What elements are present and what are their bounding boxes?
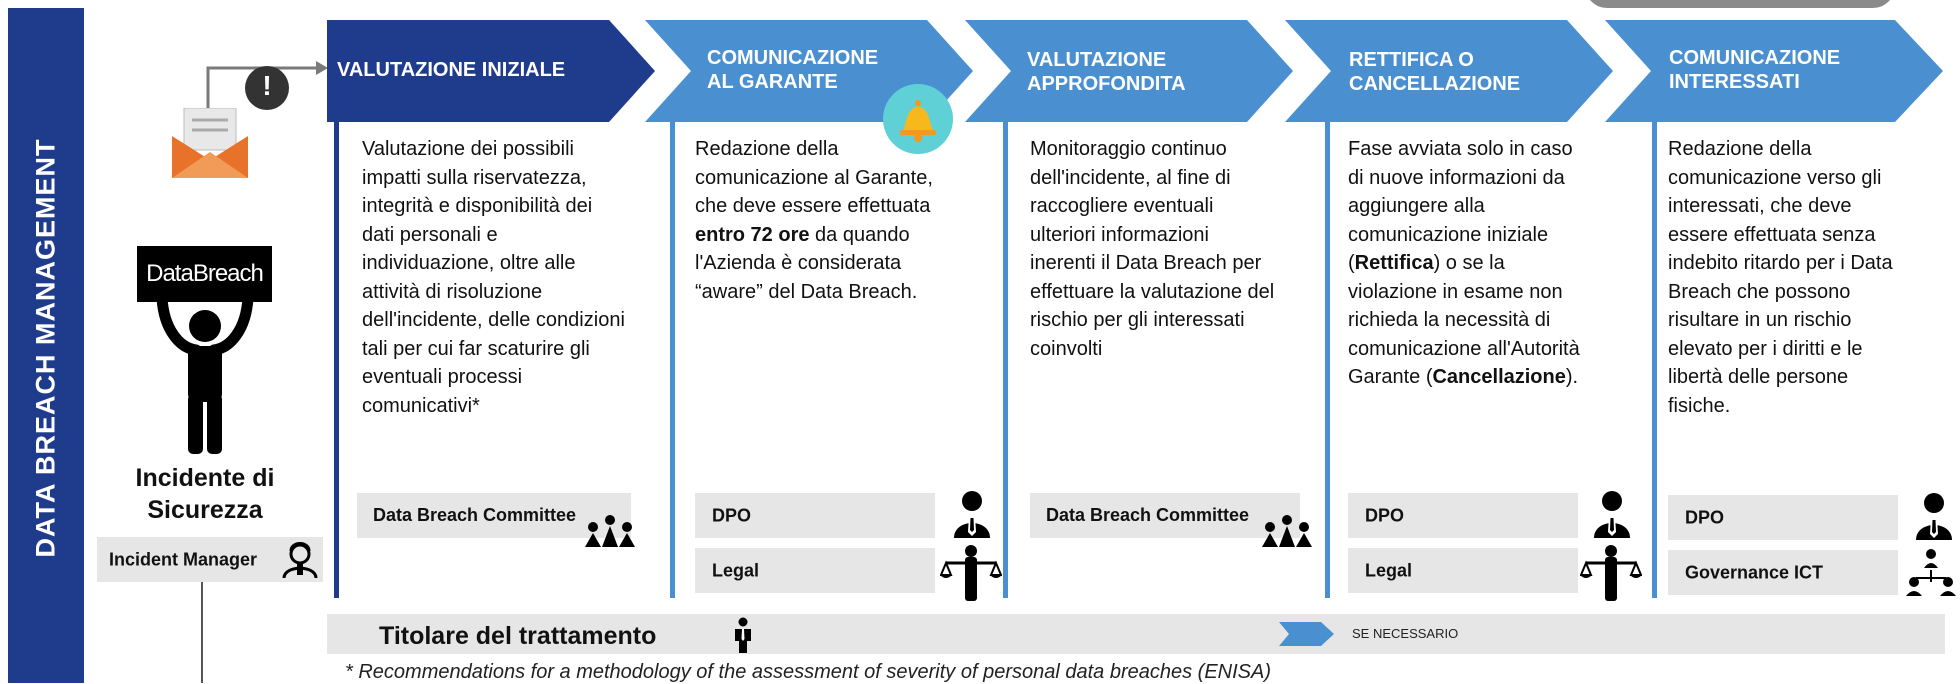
phase-2-title-line2: AL GARANTE: [707, 71, 838, 93]
incident-manager-label: Incident Manager: [109, 549, 258, 569]
phase-2-title-line1: COMUNICAZIONE: [707, 47, 879, 69]
top-pill-shape: [1585, 0, 1895, 8]
phase-4-description: Fase avviata solo in caso di nuove infor…: [1348, 135, 1588, 392]
phase-4-title-line2: CANCELLAZIONE: [1349, 73, 1521, 95]
phase-4-role-dpo: DPO: [1348, 493, 1578, 538]
phase-4-cancellazione: Cancellazione: [1432, 366, 1566, 388]
phase-4-role-legal: Legal: [1348, 548, 1578, 593]
phase-4-description-part1: Fase avviata solo in caso di nuove infor…: [1348, 138, 1573, 274]
sidebar-title: DATA BREACH MANAGEMENT: [30, 138, 61, 558]
envelope-icon: [172, 108, 248, 178]
phase-2-line: [670, 120, 675, 598]
person-owner-icon: [735, 617, 751, 653]
connector-line: [201, 582, 203, 683]
phase-1-description: Valutazione dei possibili impatti sulla …: [362, 138, 625, 417]
phase-2-deadline: entro 72 ore: [695, 223, 810, 246]
phase-4-title-line1: RETTIFICA O: [1349, 49, 1474, 71]
phase-4-line: [1325, 120, 1330, 598]
data-breach-sign-label: DataBreach: [146, 260, 264, 287]
phase-4-chevron: RETTIFICA O CANCELLAZIONE: [1285, 20, 1615, 122]
phase-2-role-legal: Legal: [695, 548, 935, 593]
incident-title-line2: Sicurezza: [147, 496, 263, 524]
justice-scale-icon: [1580, 545, 1642, 601]
person-tie-icon: [954, 491, 990, 538]
phase-3-description: Monitoraggio continuo dell'incidente, al…: [1030, 138, 1275, 360]
phase-2-role-dpo: DPO: [695, 493, 935, 538]
phase-3-role-label: Data Breach Committee: [1046, 505, 1250, 525]
phase-2-description-part3: da quando l'Azienda è considerata “aware…: [695, 223, 918, 303]
phase-2-role-dpo-label: DPO: [712, 505, 752, 525]
phase-1-line: [334, 120, 339, 598]
legend-chevron-icon: [1279, 622, 1334, 646]
footnote: * Recommendations for a methodology of t…: [345, 661, 1272, 683]
phase-4-rettifica: Rettifica: [1354, 252, 1434, 274]
phase-5-role-dpo-label: DPO: [1685, 507, 1725, 527]
phase-4-role-dpo-label: DPO: [1365, 505, 1405, 525]
phase-3-title-line1: VALUTAZIONE: [1027, 49, 1167, 71]
bell-icon: [883, 84, 953, 154]
phase-3-line: [1003, 120, 1008, 598]
phase-4-role-legal-label: Legal: [1365, 560, 1413, 580]
owner-label: Titolare del trattamento: [379, 622, 657, 650]
incident-title-line1: Incidente di: [135, 464, 275, 492]
phase-5-line: [1652, 120, 1657, 598]
phase-5-role-dpo: DPO: [1668, 495, 1898, 540]
phase-3-title: VALUTAZIONE APPROFONDITA: [1027, 48, 1186, 96]
incident-manager-box: Incident Manager: [97, 537, 323, 582]
alert-icon: !: [245, 66, 289, 110]
phase-4-description-part3: ) o se la violazione in esame non richie…: [1348, 252, 1580, 388]
phase-1-role-label: Data Breach Committee: [373, 505, 577, 525]
person-tie-icon: [1594, 491, 1630, 538]
phase-2-role-legal-label: Legal: [712, 560, 760, 580]
org-chart-icon: [1906, 549, 1956, 596]
phase-4-description-part5: ).: [1565, 366, 1579, 388]
flow-arrow: [206, 61, 328, 116]
phase-3-chevron: VALUTAZIONE APPROFONDITA: [965, 20, 1295, 122]
phase-5-role-governance-label: Governance ICT: [1685, 562, 1824, 582]
phase-1-role-committee: Data Breach Committee: [357, 493, 635, 547]
phase-5-role-governance: Governance ICT: [1668, 550, 1898, 595]
committee-icon: [1262, 515, 1312, 547]
incident-title: Incidente di Sicurezza: [110, 462, 300, 526]
phase-5-chevron: COMUNICAZIONE INTERESSATI: [1605, 20, 1945, 122]
phase-1-title: VALUTAZIONE INIZIALE: [337, 59, 566, 81]
phase-2-description: Redazione della comunicazione al Garante…: [695, 135, 935, 306]
phase-5-title: COMUNICAZIONE INTERESSATI: [1669, 46, 1840, 94]
phase-2-description-part1: Redazione della comunicazione al Garante…: [695, 138, 933, 217]
incident-manager-icon: [282, 542, 318, 579]
data-breach-sign: DataBreach: [137, 246, 272, 302]
person-tie-icon: [1916, 493, 1952, 540]
owner-bar: Titolare del trattamento SE NECESSARIO: [327, 614, 1945, 654]
phase-3-title-line2: APPROFONDITA: [1027, 73, 1186, 95]
sidebar-band: DATA BREACH MANAGEMENT: [8, 8, 84, 683]
phase-3-role-committee: Data Breach Committee: [1030, 493, 1312, 547]
legend-label: SE NECESSARIO: [1352, 626, 1459, 641]
phase-2-title: COMUNICAZIONE AL GARANTE: [707, 46, 878, 94]
justice-scale-icon: [940, 545, 1002, 601]
committee-icon: [585, 515, 635, 547]
phase-4-title: RETTIFICA O CANCELLAZIONE: [1349, 48, 1520, 96]
phase-5-title-line1: COMUNICAZIONE: [1669, 47, 1841, 69]
person-holding-sign-icon: [156, 296, 254, 454]
phase-5-description: Redazione della comunicazione verso gli …: [1668, 138, 1893, 417]
phase-1-chevron: VALUTAZIONE INIZIALE: [327, 20, 657, 122]
phase-5-title-line2: INTERESSATI: [1669, 71, 1800, 93]
